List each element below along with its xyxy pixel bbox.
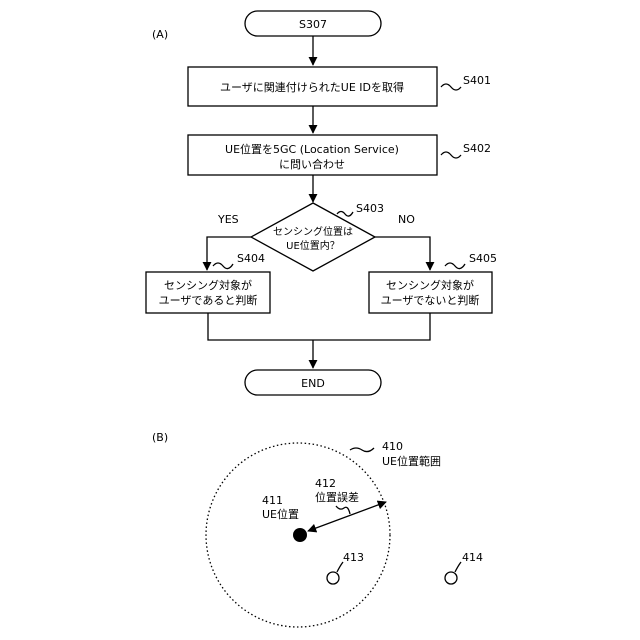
start-terminal-label: S307 — [299, 18, 327, 31]
step-s402-line1: UE位置を5GC (Location Service) — [225, 142, 399, 156]
range-ref: 410 — [382, 440, 403, 453]
step-s401-text: ユーザに関連付けられたUE IDを取得 — [220, 80, 404, 94]
error-leader — [336, 506, 350, 514]
s403-leader — [337, 212, 353, 217]
step-s405-line2: ユーザでないと判断 — [381, 293, 480, 307]
s401-leader — [441, 84, 461, 90]
decision-s403-line2: UE位置内？ — [286, 239, 340, 252]
step-s404-line1: センシング対象が — [164, 278, 252, 292]
yes-label: YES — [217, 213, 239, 226]
step-s402-ref: S402 — [463, 142, 491, 155]
point-414-circle — [445, 572, 457, 584]
merge-line — [208, 313, 430, 340]
point-414-leader — [455, 562, 461, 572]
step-s401-ref: S401 — [463, 74, 491, 87]
no-label: NO — [398, 213, 415, 226]
end-terminal-label: END — [301, 377, 325, 390]
step-s404-line2: ユーザであると判断 — [159, 293, 258, 307]
step-s405-ref: S405 — [469, 252, 497, 265]
arrow-no-s405 — [375, 237, 430, 270]
s404-leader — [213, 263, 233, 269]
panel-a-label: (A) — [152, 28, 168, 41]
range-text: UE位置範囲 — [382, 454, 441, 468]
ue-ref: 411 — [262, 494, 283, 507]
ue-position-dot — [293, 528, 307, 542]
ue-text: UE位置 — [262, 507, 299, 521]
step-s402-line2: に問い合わせ — [279, 157, 345, 171]
point-413-circle — [327, 572, 339, 584]
s405-leader — [445, 263, 465, 269]
decision-s403-ref: S403 — [356, 202, 384, 215]
s402-leader — [441, 152, 461, 158]
error-ref: 412 — [315, 477, 336, 490]
error-text: 位置誤差 — [315, 490, 359, 504]
range-leader — [350, 448, 374, 452]
point-413-ref: 413 — [343, 551, 364, 564]
point-414-ref: 414 — [462, 551, 483, 564]
position-error-arrow — [308, 502, 386, 531]
step-s404-ref: S404 — [237, 252, 265, 265]
panel-b-label: (B) — [152, 431, 168, 444]
decision-s403-line1: センシング位置は — [273, 225, 353, 238]
step-s405-line1: センシング対象が — [386, 278, 474, 292]
